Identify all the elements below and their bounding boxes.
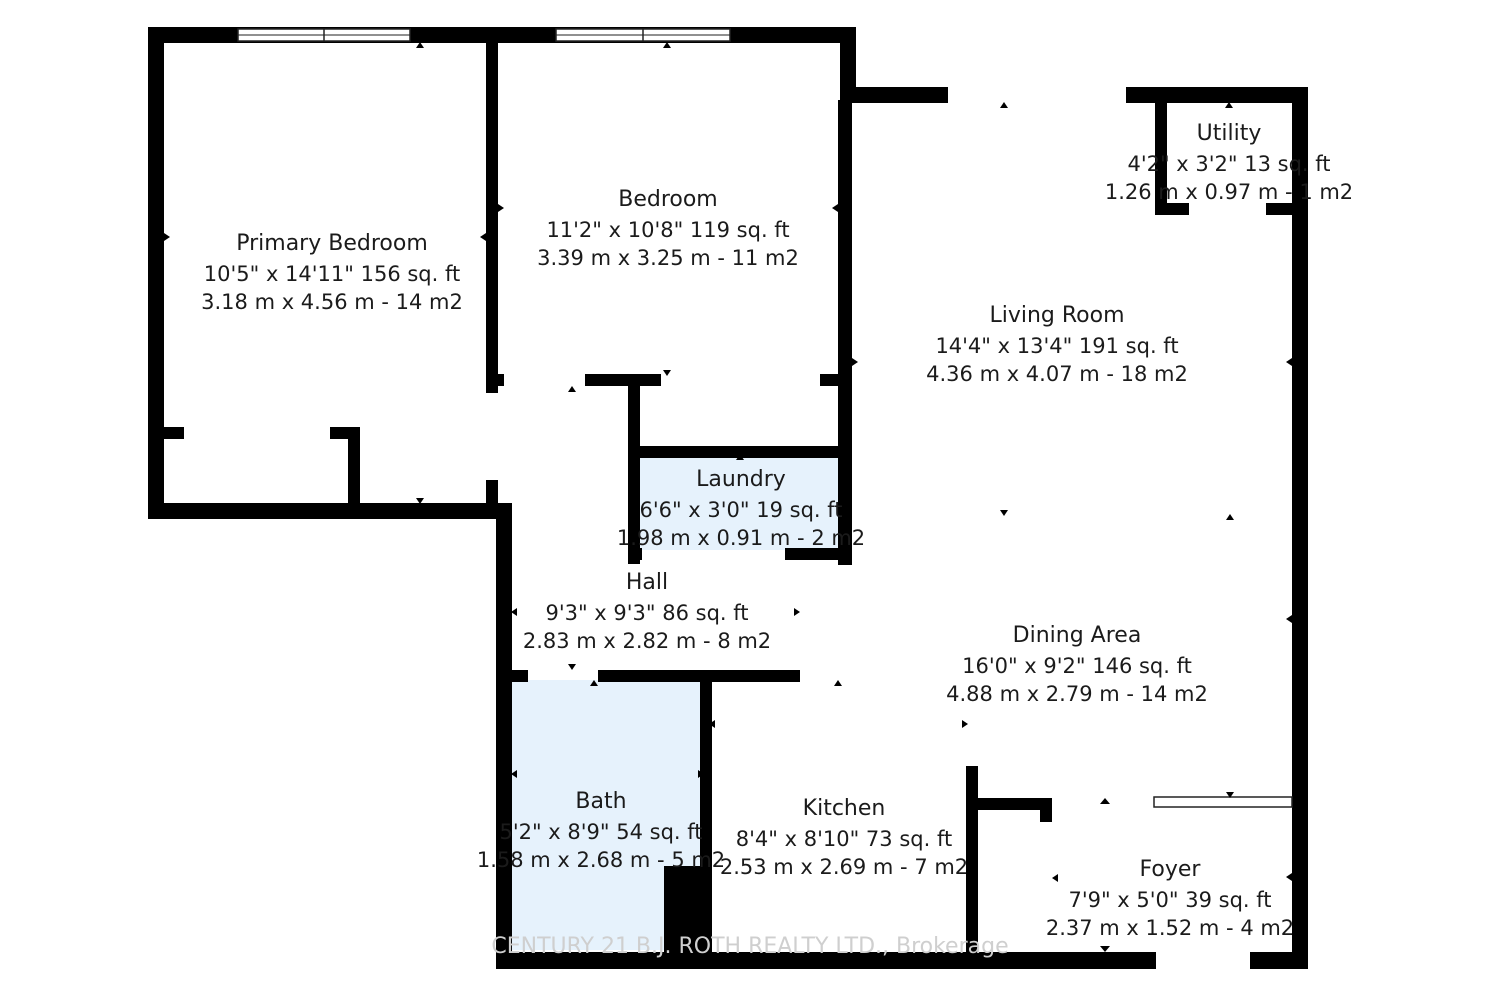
room-metric: 1.98 m x 0.91 m - 2 m2 [617, 526, 865, 550]
room-name: Laundry [696, 467, 786, 492]
room-metric: 2.83 m x 2.82 m - 8 m2 [523, 629, 771, 653]
room-name: Dining Area [1013, 623, 1142, 648]
walls [148, 27, 1308, 969]
room-hall: Hall 9'3" x 9'3" 86 sq. ft 2.83 m x 2.82… [523, 570, 771, 653]
room-metric: 4.88 m x 2.79 m - 14 m2 [946, 682, 1208, 706]
room-imperial: 16'0" x 9'2" 146 sq. ft [962, 654, 1192, 678]
room-name: Bath [575, 789, 626, 814]
room-utility: Utility 4'2" x 3'2" 13 sq. ft 1.26 m x 0… [1105, 121, 1353, 204]
room-name: Bedroom [618, 187, 718, 212]
room-imperial: 11'2" x 10'8" 119 sq. ft [546, 218, 789, 242]
room-primary-bedroom: Primary Bedroom 10'5" x 14'11" 156 sq. f… [201, 231, 463, 314]
windows [237, 28, 1293, 808]
room-laundry: Laundry 6'6" x 3'0" 19 sq. ft 1.98 m x 0… [617, 467, 865, 550]
room-imperial: 7'9" x 5'0" 39 sq. ft [1068, 888, 1271, 912]
room-metric: 2.53 m x 2.69 m - 7 m2 [720, 855, 968, 879]
room-metric: 3.39 m x 3.25 m - 11 m2 [537, 246, 799, 270]
brokerage-watermark: CENTURY 21 B.J. ROTH REALTY LTD., Broker… [491, 934, 1008, 959]
room-name: Hall [626, 570, 668, 595]
room-bedroom: Bedroom 11'2" x 10'8" 119 sq. ft 3.39 m … [537, 187, 799, 270]
room-imperial: 5'2" x 8'9" 54 sq. ft [499, 820, 702, 844]
room-name: Kitchen [803, 796, 886, 821]
room-metric: 2.37 m x 1.52 m - 4 m2 [1046, 916, 1294, 940]
room-metric: 4.36 m x 4.07 m - 18 m2 [926, 362, 1188, 386]
room-name: Foyer [1140, 857, 1202, 882]
room-foyer: Foyer 7'9" x 5'0" 39 sq. ft 2.37 m x 1.5… [1046, 857, 1294, 940]
room-imperial: 14'4" x 13'4" 191 sq. ft [935, 334, 1178, 358]
room-imperial: 9'3" x 9'3" 86 sq. ft [545, 601, 748, 625]
room-bath: Bath 5'2" x 8'9" 54 sq. ft 1.58 m x 2.68… [477, 789, 725, 872]
room-name: Primary Bedroom [236, 231, 428, 256]
room-imperial: 10'5" x 14'11" 156 sq. ft [204, 262, 460, 286]
room-metric: 1.26 m x 0.97 m - 1 m2 [1105, 180, 1353, 204]
room-imperial: 8'4" x 8'10" 73 sq. ft [736, 827, 952, 851]
room-metric: 1.58 m x 2.68 m - 5 m2 [477, 848, 725, 872]
closet-door-foyer [1153, 796, 1293, 808]
room-dining-area: Dining Area 16'0" x 9'2" 146 sq. ft 4.88… [946, 623, 1208, 706]
room-name: Living Room [989, 303, 1124, 328]
room-imperial: 6'6" x 3'0" 19 sq. ft [639, 498, 842, 522]
room-living-room: Living Room 14'4" x 13'4" 191 sq. ft 4.3… [926, 303, 1188, 386]
room-name: Utility [1197, 121, 1262, 146]
room-imperial: 4'2" x 3'2" 13 sq. ft [1127, 152, 1330, 176]
room-metric: 3.18 m x 4.56 m - 14 m2 [201, 290, 463, 314]
markers [164, 42, 1292, 952]
room-kitchen: Kitchen 8'4" x 8'10" 73 sq. ft 2.53 m x … [720, 796, 968, 879]
laundry-floor [640, 455, 840, 550]
